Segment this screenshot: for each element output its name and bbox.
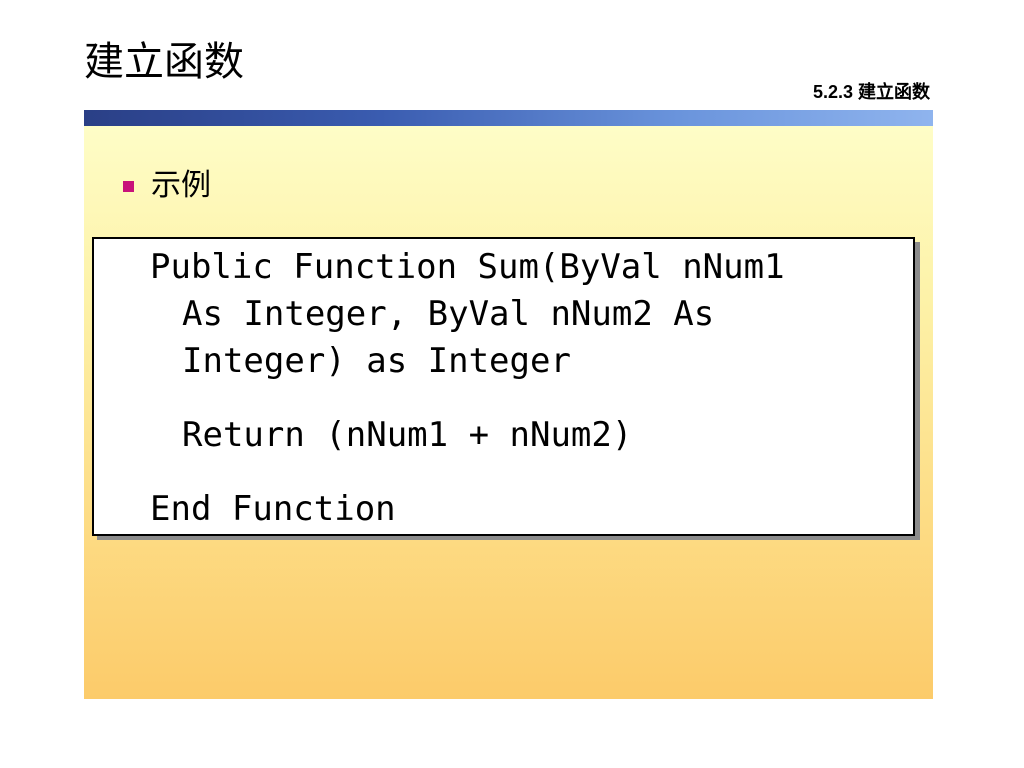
code-line-2: As Integer, ByVal nNum2 As <box>182 294 715 334</box>
code-line-1: Public Function Sum(ByVal nNum1 <box>150 247 785 287</box>
bullet-item: 示例 <box>123 166 211 206</box>
slide-title: 建立函数 <box>84 39 244 85</box>
bullet-square-icon <box>123 180 134 192</box>
code-line-5: End Function <box>150 489 396 529</box>
section-label: 5.2.3 建立函数 <box>812 82 930 102</box>
code-line-4: Return (nNum1 + nNum2) <box>182 415 633 455</box>
bullet-text: 示例 <box>151 168 211 203</box>
code-box <box>92 237 915 536</box>
code-line-3: Integer) as Integer <box>182 341 571 381</box>
header-gradient-bar <box>84 110 933 126</box>
